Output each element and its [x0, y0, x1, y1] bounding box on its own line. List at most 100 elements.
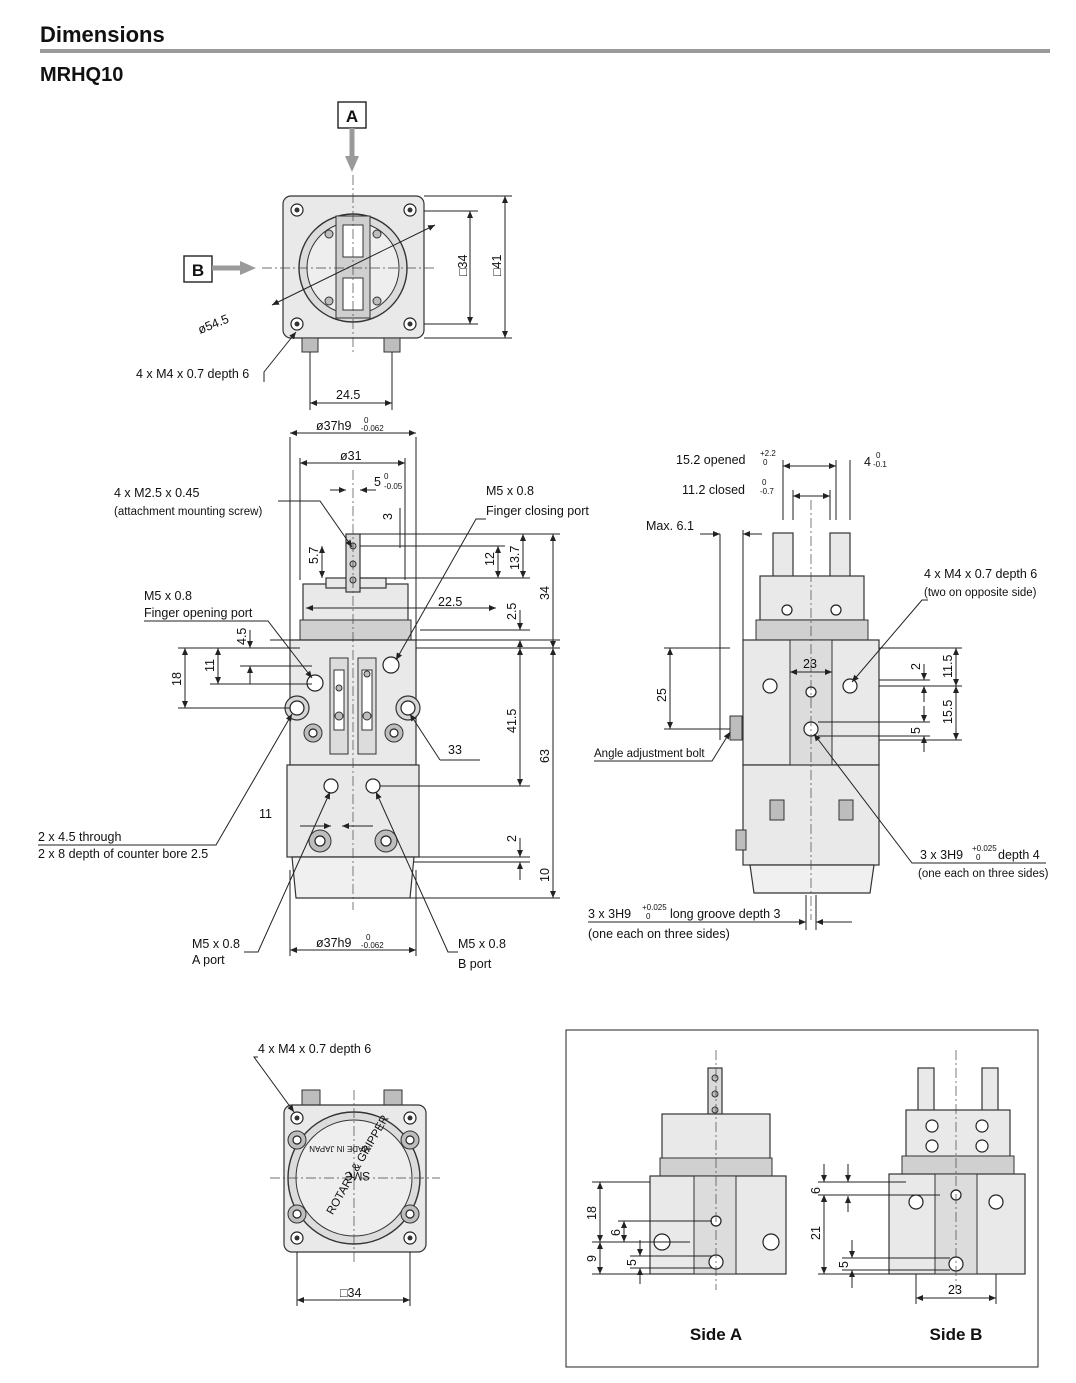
- dim-24-5: 24.5: [336, 388, 360, 402]
- dim-phi54-5: ø54.5: [196, 312, 231, 337]
- tol-3h9-lower: 0: [976, 853, 981, 862]
- front-view: ø37h9 0 -0.062 ø31 5 0 -0.05 4 x M2.5 x …: [38, 416, 589, 971]
- dim-63: 63: [538, 749, 552, 763]
- label-attach-1: 4 x M2.5 x 0.45: [114, 486, 200, 500]
- label-a-port-1: M5 x 0.8: [192, 937, 240, 951]
- dim-3: 3: [381, 513, 395, 520]
- dim-side-5: 5: [909, 727, 923, 734]
- tol-closed-upper: 0: [762, 478, 767, 487]
- dim-22-5: 22.5: [438, 595, 462, 609]
- top-port-fitting: [383, 337, 401, 353]
- dim-side-2: 2: [909, 663, 923, 670]
- dim-side-15-5: 15.5: [941, 700, 955, 724]
- dim-10: 10: [538, 868, 552, 882]
- label-closed: 11.2 closed: [682, 483, 745, 497]
- label-b-port-1: M5 x 0.8: [458, 937, 506, 951]
- tol-4-lower: -0.1: [873, 460, 887, 469]
- label-b-port-2: B port: [458, 957, 492, 971]
- label-max: Max. 6.1: [646, 519, 694, 533]
- side-b-dim-23: 23: [948, 1283, 962, 1297]
- side-b-dim-21: 21: [809, 1226, 823, 1240]
- label-groove-depth: long groove depth 3: [670, 907, 781, 921]
- tol-opened-upper: +2.2: [760, 449, 776, 458]
- bottom-made-text: MADE IN JAPAN: [309, 1144, 370, 1153]
- dim-side-23: 23: [803, 657, 817, 671]
- bottom-fitting: [301, 1089, 321, 1107]
- view-a-arrow-head: [345, 156, 359, 172]
- side-mount-hole: [842, 678, 858, 694]
- finger-closing-port: [382, 656, 400, 674]
- tol-5-lower: -0.05: [384, 482, 403, 491]
- dim-side-25: 25: [655, 688, 669, 702]
- side-a-dim-6: 6: [609, 1229, 623, 1236]
- label-3h9-depth: depth 4: [998, 848, 1040, 862]
- view-b-arrow-head: [240, 261, 256, 275]
- side-base: [749, 864, 875, 894]
- title-rule: [40, 49, 1050, 53]
- tol-3h9-upper: +0.025: [972, 844, 997, 853]
- dim-side-11-5: 11.5: [941, 655, 955, 678]
- label-side-m4-1: 4 x M4 x 0.7 depth 6: [924, 567, 1037, 581]
- bottom-view: SMC ROTARY & GRIPPER MADE IN JAPAN 4 x M…: [253, 1042, 440, 1306]
- label-side-m4-2: (two on opposite side): [924, 587, 1037, 599]
- finger-opening-port: [306, 674, 324, 692]
- tol-phi37-bottom-upper: 0: [366, 933, 371, 942]
- bottom-fitting: [383, 1089, 403, 1107]
- dim-phi37-bottom: ø37h9: [316, 936, 351, 950]
- dim-5-7: 5.7: [307, 547, 321, 564]
- view-b-letter: B: [192, 261, 204, 280]
- label-groove-2: (one each on three sides): [588, 927, 730, 941]
- tol-phi37-bottom-lower: -0.062: [361, 941, 384, 950]
- top-view: A B ø54.5 □34 □41 24.5: [136, 101, 512, 410]
- dim-11a: 11: [203, 659, 217, 672]
- label-3h9-2: (one each on three sides): [918, 868, 1049, 880]
- dim-2-5: 2.5: [505, 603, 519, 620]
- label-bottom-m4: 4 x M4 x 0.7 depth 6: [258, 1042, 371, 1056]
- side-b-view: 6 21 5 23 Side B: [809, 1050, 1026, 1344]
- side-attachment: [759, 575, 865, 621]
- dim-33: 33: [448, 743, 462, 757]
- dim-2: 2: [505, 835, 519, 842]
- section-title: Dimensions: [40, 22, 165, 47]
- b-port-hole: [365, 778, 381, 794]
- dim-5: 5: [374, 475, 381, 489]
- dim-sq34-top: □34: [456, 254, 470, 276]
- dim-34: 34: [538, 586, 552, 600]
- side-view: 15.2 opened +2.2 0 4 0 -0.1 11.2 closed …: [588, 449, 1049, 941]
- label-attach-2: (attachment mounting screw): [114, 506, 262, 518]
- dim-phi37-top: ø37h9: [316, 419, 351, 433]
- label-open-2: Finger opening port: [144, 606, 253, 620]
- side-b-finger-right: [981, 1067, 999, 1115]
- label-opened: 15.2 opened: [676, 453, 746, 467]
- dim-phi31: ø31: [340, 449, 362, 463]
- view-a-box: [337, 101, 367, 129]
- tol-5-upper: 0: [384, 472, 389, 481]
- side-a-dim-9: 9: [585, 1255, 599, 1262]
- dim-41-5: 41.5: [505, 709, 519, 733]
- tol-closed-lower: -0.7: [760, 487, 774, 496]
- label-3h9-1: 3 x 3H9: [920, 848, 963, 862]
- dim-bottom-sq34: □34: [340, 1286, 362, 1300]
- side-mount-hole: [762, 678, 778, 694]
- label-through-2: 2 x 8 depth of counter bore 2.5: [38, 847, 208, 861]
- label-close-port-2: Finger closing port: [486, 504, 589, 518]
- side-a-title: Side A: [690, 1325, 742, 1344]
- view-a-letter: A: [346, 107, 358, 126]
- side-finger-right: [829, 532, 851, 580]
- tol-opened-lower: 0: [763, 458, 768, 467]
- front-rotor-band: [299, 619, 412, 641]
- dim-13-7: 13.7: [508, 546, 522, 570]
- side-rotor-band: [755, 619, 869, 641]
- tol-groove-upper: +0.025: [642, 903, 667, 912]
- label-through-1: 2 x 4.5 through: [38, 830, 121, 844]
- tol-phi37-top-lower: -0.062: [361, 424, 384, 433]
- side-b-attachment: [905, 1109, 1011, 1159]
- top-port-fitting: [301, 337, 319, 353]
- label-top-m4: 4 x M4 x 0.7 depth 6: [136, 367, 249, 381]
- angle-adjustment-bolt: [729, 715, 743, 741]
- label-close-port-1: M5 x 0.8: [486, 484, 534, 498]
- label-groove-1: 3 x 3H9: [588, 907, 631, 921]
- side-b-title: Side B: [930, 1325, 983, 1344]
- label-4: 4: [864, 455, 871, 469]
